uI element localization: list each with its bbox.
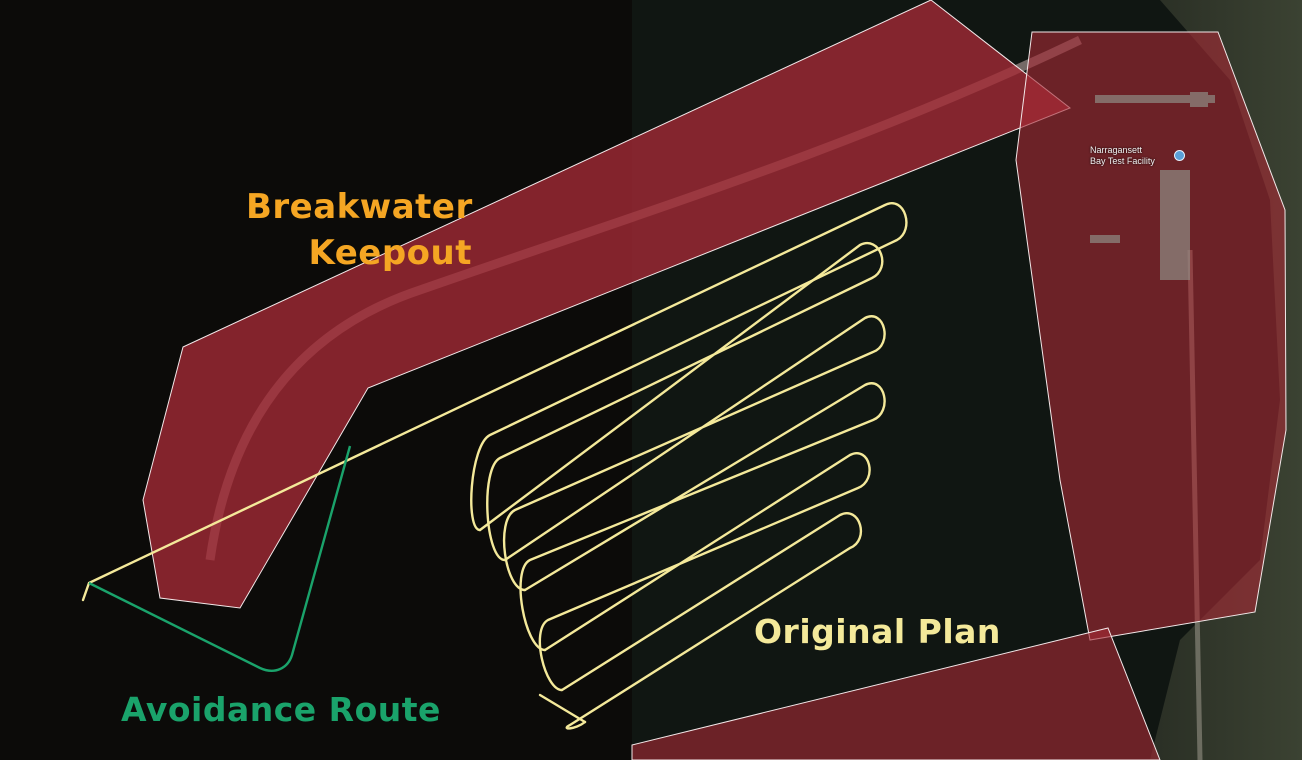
avoidance-route-label: Avoidance Route [121,690,441,729]
facility-name-line1: Narragansett [1090,145,1143,155]
original-plan-route [81,202,908,730]
breakwater-keepout-zone [142,0,1071,609]
facility-marker-label[interactable]: Narragansett Bay Test Facility [1090,145,1185,167]
breakwater-label-line1: Breakwater [246,187,473,227]
south-keepout-zone [631,627,1161,760]
breakwater-label-line2: Keepout [308,233,472,273]
breakwater-keepout-label: Breakwater Keepout [246,184,472,276]
shoreline-land [1150,0,1302,760]
facility-name-line2: Bay Test Facility [1090,156,1155,166]
original-plan-label: Original Plan [754,612,1001,651]
pier-structures [1090,92,1215,280]
facility-keepout-zone [1015,31,1287,641]
location-pin-icon[interactable] [1174,150,1185,161]
avoidance-route [88,445,352,672]
